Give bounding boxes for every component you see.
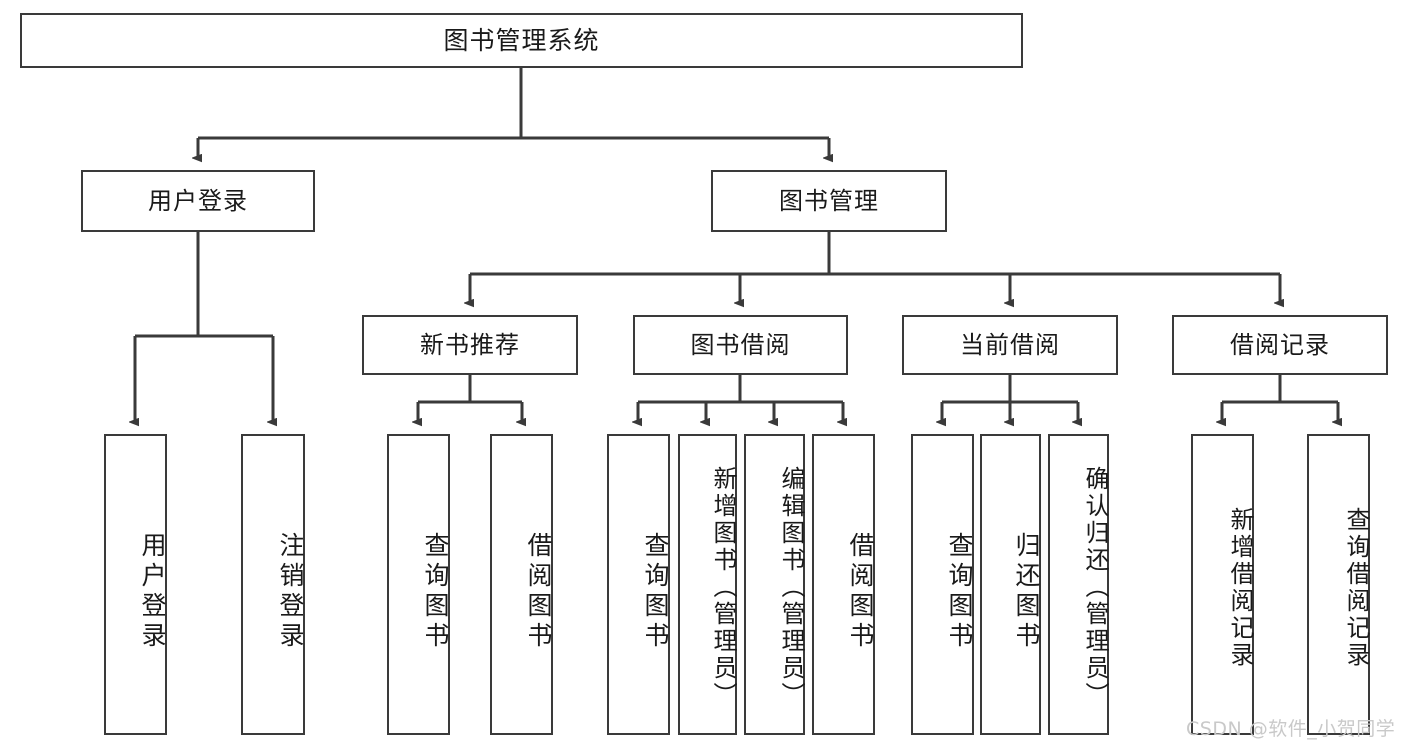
leaf-query-borrow-record[interactable]: 查询借阅记录 [1307,434,1370,735]
node-user-login[interactable]: 用户登录 [81,170,315,232]
leaf-add-book-admin[interactable]: 新增图书（管理员） [678,434,737,735]
leaf-borrow-book-recommend[interactable]: 借阅图书 [490,434,553,735]
leaf-query-book-current[interactable]: 查询图书 [911,434,974,735]
leaf-borrow-book-borrow[interactable]: 借阅图书 [812,434,875,735]
node-new-book-recommend[interactable]: 新书推荐 [362,315,578,375]
leaf-edit-book-admin[interactable]: 编辑图书（管理员） [744,434,805,735]
node-root-system[interactable]: 图书管理系统 [20,13,1023,68]
leaf-add-borrow-record[interactable]: 新增借阅记录 [1191,434,1254,735]
leaf-return-book[interactable]: 归还图书 [980,434,1041,735]
node-current-borrow[interactable]: 当前借阅 [902,315,1118,375]
leaf-confirm-return-admin[interactable]: 确认归还（管理员） [1048,434,1109,735]
leaf-query-book-recommend[interactable]: 查询图书 [387,434,450,735]
node-book-borrow[interactable]: 图书借阅 [633,315,848,375]
node-borrow-record[interactable]: 借阅记录 [1172,315,1388,375]
leaf-user-login[interactable]: 用户登录 [104,434,167,735]
leaf-query-book-borrow[interactable]: 查询图书 [607,434,670,735]
node-book-management[interactable]: 图书管理 [711,170,947,232]
leaf-logout-login[interactable]: 注销登录 [241,434,305,735]
csdn-watermark: CSDN @软件_小贺同学 [1186,718,1396,740]
